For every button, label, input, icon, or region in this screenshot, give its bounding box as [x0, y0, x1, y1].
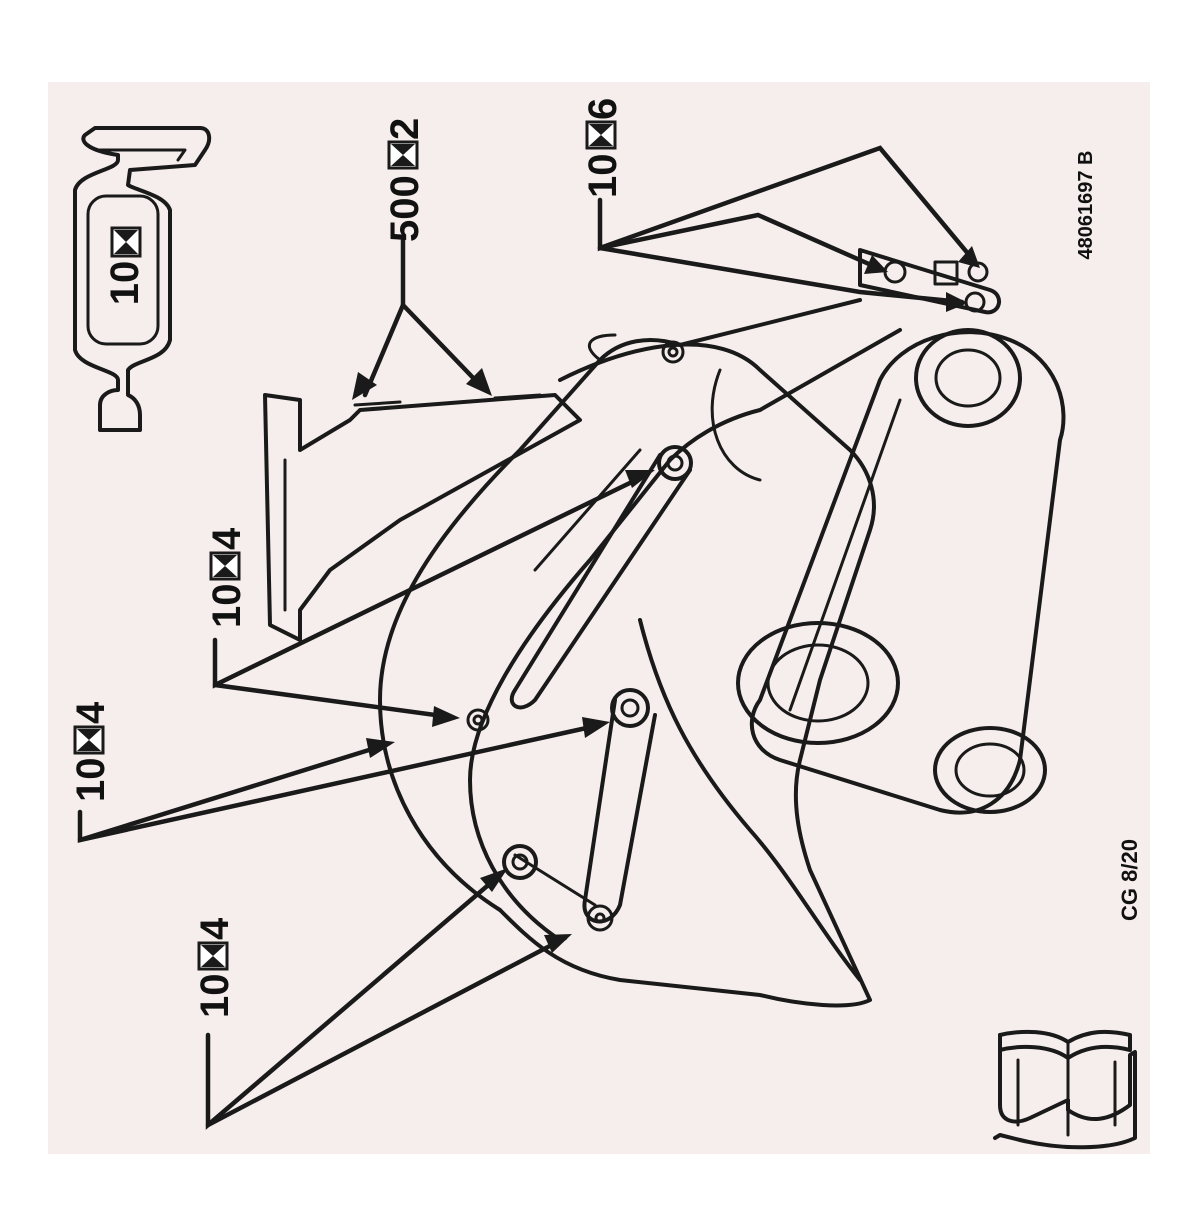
frame-edge — [638, 618, 862, 982]
arrow-head — [466, 368, 492, 396]
leader-tilt-bottom — [212, 682, 453, 720]
hourglass-icon — [387, 140, 419, 170]
callout-mid-left-right: 4 — [205, 527, 249, 550]
arrow-head — [480, 868, 508, 892]
grease-point-dot — [594, 912, 606, 924]
manual-book-icon — [993, 1029, 1137, 1150]
book-cover — [998, 1029, 1132, 1060]
fuel-filter-body — [86, 194, 160, 346]
callout-bottom-left: 10 — [193, 974, 237, 1019]
grease-point-dot — [667, 346, 679, 358]
arrow-head — [625, 470, 655, 488]
grease-point-tilt-bottom — [466, 708, 490, 732]
grease-point-dot — [620, 698, 640, 718]
body-outline — [498, 342, 876, 1008]
front-idler-hub — [954, 742, 1026, 798]
arrow-head — [432, 706, 460, 727]
grease-point-boom-hinge — [661, 340, 685, 364]
callout-top-right-left: 10 — [581, 154, 625, 199]
callout-mid-left: 10 4 — [205, 527, 249, 628]
callout-bottom-right: 4 — [193, 917, 237, 940]
callout-bucket-right: 2 — [383, 118, 427, 140]
grease-point-dot — [666, 454, 684, 472]
arrow-head — [366, 738, 395, 758]
fuel-interval-value: 10 — [103, 261, 147, 306]
lift-arm-outer — [378, 298, 862, 912]
callout-low-left-right: 4 — [69, 701, 113, 724]
leader-bucket-2 — [400, 302, 483, 388]
book-pages — [993, 1033, 1137, 1150]
tilt-cylinder — [509, 453, 692, 710]
callout-mid-left-left: 10 — [205, 584, 249, 629]
leader-link — [205, 935, 568, 1128]
bucket — [263, 393, 582, 642]
callout-top-right: 10 6 — [581, 98, 625, 198]
grease-point-lift-top — [610, 688, 650, 728]
boom-end-block — [933, 260, 959, 286]
grease-point-dot — [511, 853, 529, 871]
hourglass-icon — [110, 226, 142, 258]
grease-point-link — [586, 904, 614, 932]
hourglass-icon — [585, 120, 617, 150]
hourglass-icon — [209, 551, 241, 581]
callout-low-left: 10 4 — [69, 701, 113, 802]
leader-boom-end-3 — [597, 245, 965, 305]
leader-boom-end-2 — [597, 212, 881, 271]
bucket-tooth-2 — [493, 393, 542, 400]
callout-bottom: 10 4 — [193, 917, 237, 1018]
boom-end-bracket — [858, 248, 1001, 315]
track-inner-edge — [788, 398, 902, 712]
callout-top-right-right: 6 — [581, 98, 625, 120]
part-number: 48061697 B — [1075, 151, 1097, 260]
fuel-filter-outline — [73, 126, 212, 432]
tilt-cylinder-rod — [533, 448, 642, 572]
mid-roller-wheel — [736, 621, 900, 745]
arrow-head — [946, 292, 968, 312]
arrow-head — [544, 934, 572, 953]
grease-point-tilt-top — [657, 445, 693, 481]
hourglass-icon — [73, 725, 105, 755]
fuel-filter-icon: 10 — [73, 126, 212, 432]
fuel-filter-inlet — [98, 148, 187, 162]
leader-arrows — [77, 145, 980, 1130]
grease-point-dot — [472, 714, 484, 726]
hourglass-icon — [197, 941, 229, 971]
arrow-head — [864, 255, 888, 274]
front-idler-wheel — [933, 726, 1047, 814]
grease-point-lift-bottom — [502, 844, 538, 880]
arrow-head — [958, 246, 980, 268]
arm-hinge — [587, 333, 617, 362]
bucket-tooth-1 — [353, 400, 402, 407]
rear-idler-wheel — [914, 328, 1022, 428]
cab-curve — [710, 368, 762, 482]
leader-boom-end-1 — [597, 145, 978, 265]
callout-bucket-left: 500 — [383, 175, 427, 242]
edition-code: CG 8/20 — [1117, 839, 1142, 921]
arrow-head — [352, 372, 377, 400]
mid-roller-hub — [766, 643, 870, 723]
callout-low-left-left: 10 — [69, 758, 113, 803]
leader-lift-top — [77, 722, 603, 843]
rear-idler-hub — [934, 348, 1002, 408]
callout-bucket: 500 2 — [383, 118, 427, 242]
lift-arm-inner — [468, 328, 902, 942]
arrow-head — [582, 717, 610, 738]
